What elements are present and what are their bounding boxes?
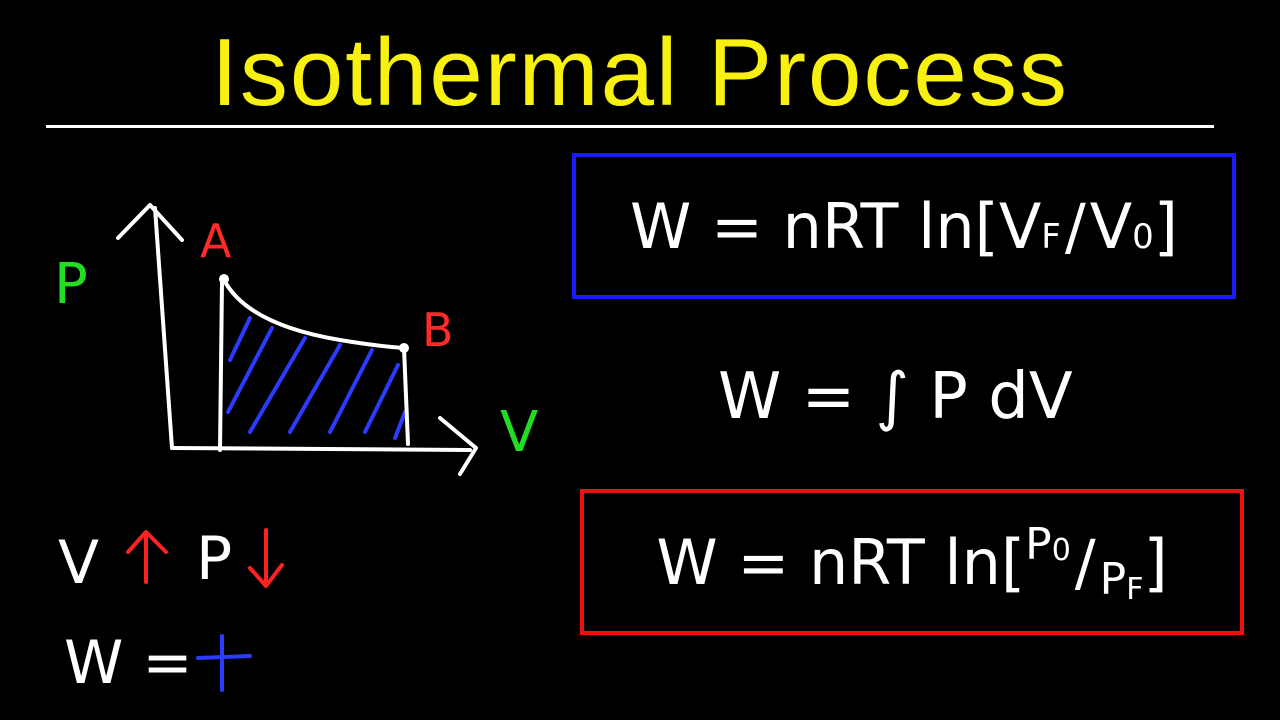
formula-integral: W = ∫ P dV <box>718 360 1073 434</box>
relation-w-equals: W = <box>64 628 193 698</box>
hatch-line <box>288 343 342 434</box>
axis-label-p: P <box>54 252 88 317</box>
x-axis <box>170 446 472 452</box>
point-b-dot <box>399 343 409 353</box>
point-label-b: B <box>422 303 454 357</box>
hatch-line <box>226 326 274 414</box>
formula-box-volume: W = nRT ln[V F / V 0 ] <box>572 153 1236 299</box>
hatch-line <box>393 410 407 440</box>
up-arrow-icon <box>126 530 168 584</box>
title-underline <box>46 125 1214 128</box>
formula-pressure-close: ] <box>1143 525 1168 599</box>
hatch-line <box>248 336 307 434</box>
formula-pressure: W = nRT ln[ P 0 / P F ] <box>584 493 1240 631</box>
formula-volume: W = nRT ln[V F / V 0 ] <box>576 157 1232 295</box>
y-axis <box>153 206 174 450</box>
formula-volume-main: W = nRT ln[V <box>630 189 1042 263</box>
hatch-line <box>328 348 374 434</box>
y-axis-arrowhead <box>116 203 184 242</box>
hatch-line <box>228 316 252 362</box>
work-area-hatch <box>226 316 407 440</box>
down-arrow-icon <box>248 528 284 588</box>
point-label-a: A <box>200 214 232 268</box>
page-title: Isothermal Process <box>211 19 1069 126</box>
formula-pressure-p0: P <box>1025 519 1052 570</box>
hatch-line <box>363 363 400 434</box>
formula-box-pressure: W = nRT ln[ P 0 / P F ] <box>580 489 1244 635</box>
formula-pressure-sub-0: 0 <box>1051 533 1071 568</box>
formula-volume-sub-f: F <box>1041 217 1061 257</box>
right-boundary <box>402 346 410 446</box>
relation-v-label: V <box>58 528 100 598</box>
point-a-dot <box>219 274 229 284</box>
isotherm-curve <box>222 278 406 350</box>
axis-label-v: V <box>500 400 539 465</box>
formula-volume-slash: / <box>1064 189 1086 263</box>
formula-pressure-slash: / <box>1074 525 1096 599</box>
formula-volume-v0: V <box>1089 189 1133 263</box>
formula-pressure-pf: P <box>1099 554 1127 605</box>
left-boundary <box>218 280 224 452</box>
formula-volume-sub-0: 0 <box>1132 217 1154 257</box>
isotherm <box>218 278 410 452</box>
x-axis-arrowhead <box>438 416 478 476</box>
relation-p-label: P <box>196 524 233 594</box>
formula-pressure-main: W = nRT ln[ <box>656 525 1026 599</box>
formula-volume-close: ] <box>1153 189 1178 263</box>
plus-icon <box>196 634 252 692</box>
formula-pressure-sub-f: F <box>1126 572 1144 607</box>
